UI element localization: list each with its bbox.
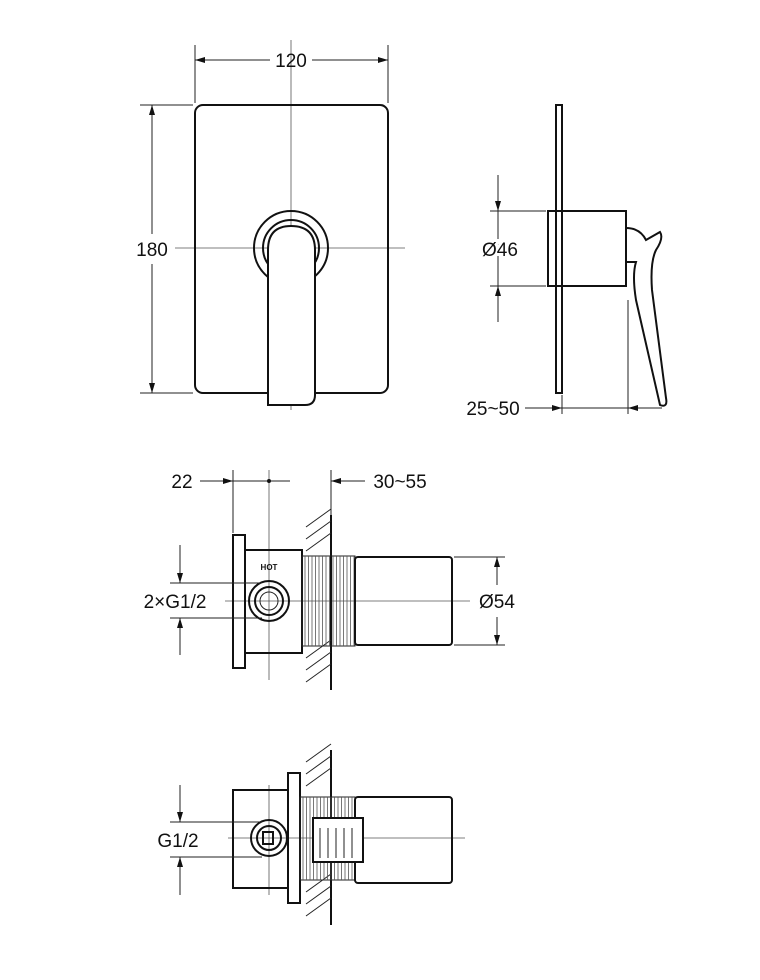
body-view-bottom: G1/2 [154, 743, 465, 925]
side-plate [555, 104, 563, 394]
offset-dimension: 22 [171, 472, 192, 493]
hatch-line [305, 897, 332, 917]
hatch-line [305, 755, 332, 775]
depth-dimension: 25~50 [466, 399, 519, 420]
side-rosette [547, 210, 627, 287]
width-dimension: 120 [275, 51, 307, 72]
wall-hatching [305, 508, 332, 683]
sleeve-diameter: Ø54 [479, 592, 515, 613]
wall-hatching [305, 743, 332, 917]
hatch-line [305, 520, 332, 540]
mounting-flange [232, 534, 246, 669]
inlet-thread-dimension: G1/2 [157, 831, 198, 852]
inlet-outer [248, 580, 290, 622]
hatch-line [305, 651, 332, 671]
hatch-line [305, 663, 332, 683]
side-lever [625, 227, 668, 407]
cartridge-sleeve [354, 796, 453, 884]
inlet-outer [250, 819, 288, 857]
cartridge-window [312, 817, 364, 863]
hatch-line [305, 639, 332, 659]
rosette-diameter: Ø46 [482, 240, 518, 261]
valve-body [232, 789, 289, 889]
hatch-line [305, 873, 332, 893]
hatch-line [305, 532, 332, 552]
lever-handle [267, 224, 316, 406]
hatch-line [305, 767, 332, 787]
height-dimension: 180 [136, 240, 168, 261]
side-view: Ø46 25~50 [466, 104, 668, 420]
hatch-line [305, 508, 332, 528]
hatch-line [305, 743, 332, 763]
hatch-line [305, 885, 332, 905]
hot-marking: HOT [261, 563, 278, 572]
inlet-thread-dimension: 2×G1/2 [144, 592, 207, 613]
body-view-top: 22 30~55 HOT Ø54 2×G1/2 [141, 470, 515, 690]
cartridge-sleeve [354, 556, 453, 646]
wall-thickness-dimension: 30~55 [373, 472, 426, 493]
front-view: 120 180 [136, 40, 405, 410]
